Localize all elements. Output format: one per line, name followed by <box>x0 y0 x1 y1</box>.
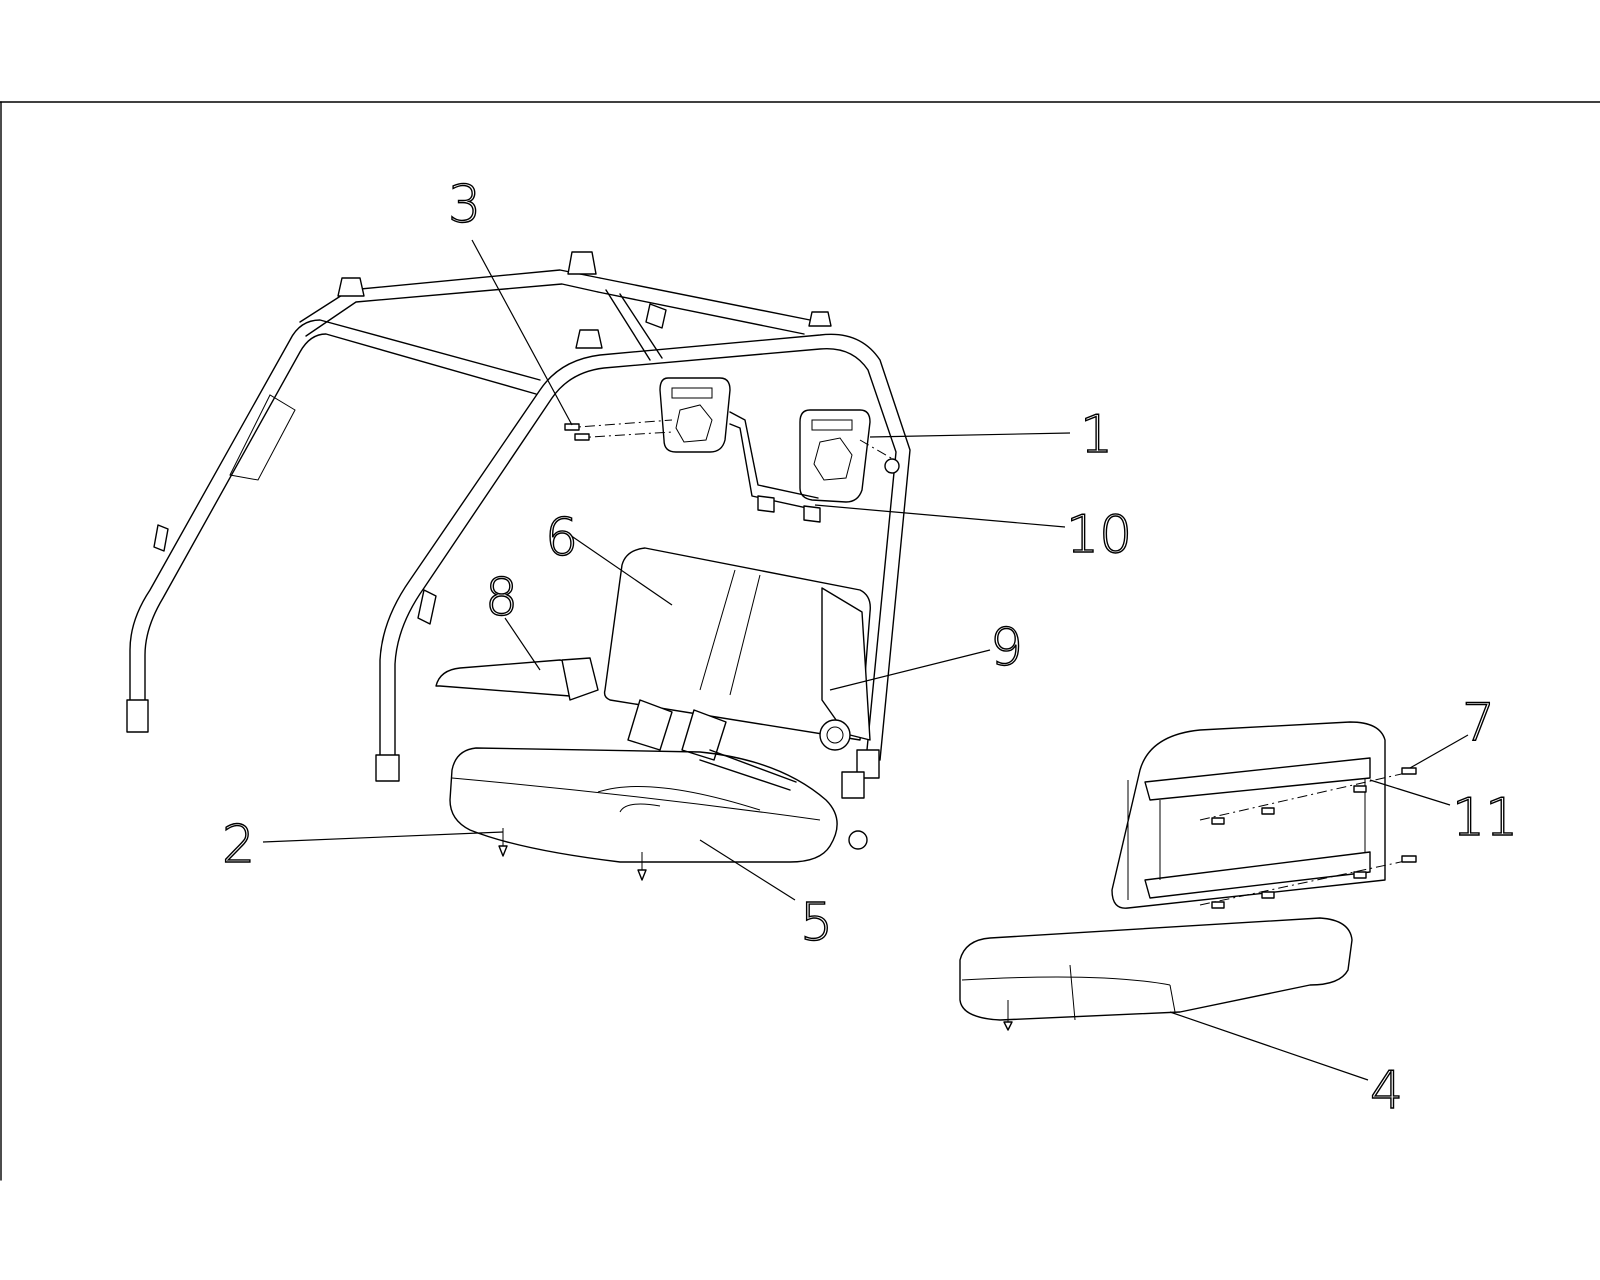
seat-back <box>603 547 871 741</box>
page-frame <box>0 101 1600 1181</box>
roll-cage <box>126 251 911 782</box>
callout-6: 6 <box>545 508 578 568</box>
callout-3: 3 <box>448 175 481 235</box>
seat-belts <box>435 587 871 850</box>
front-seat-cushion <box>449 747 838 881</box>
callout-5: 5 <box>800 893 833 953</box>
callout-2: 2 <box>222 815 255 875</box>
callout-labels: 3 1 10 6 8 9 7 11 2 5 4 <box>221 174 1519 1121</box>
callout-4: 4 <box>1370 1061 1403 1121</box>
callout-11: 11 <box>1452 788 1518 848</box>
callout-7: 7 <box>1462 693 1495 753</box>
callout-1: 1 <box>1080 405 1113 465</box>
callout-9: 9 <box>990 618 1023 678</box>
headrests <box>564 377 900 523</box>
callout-10: 10 <box>1066 505 1132 565</box>
leader-lines <box>262 239 1469 1081</box>
rear-bench <box>959 721 1417 1031</box>
callout-8: 8 <box>485 568 518 628</box>
